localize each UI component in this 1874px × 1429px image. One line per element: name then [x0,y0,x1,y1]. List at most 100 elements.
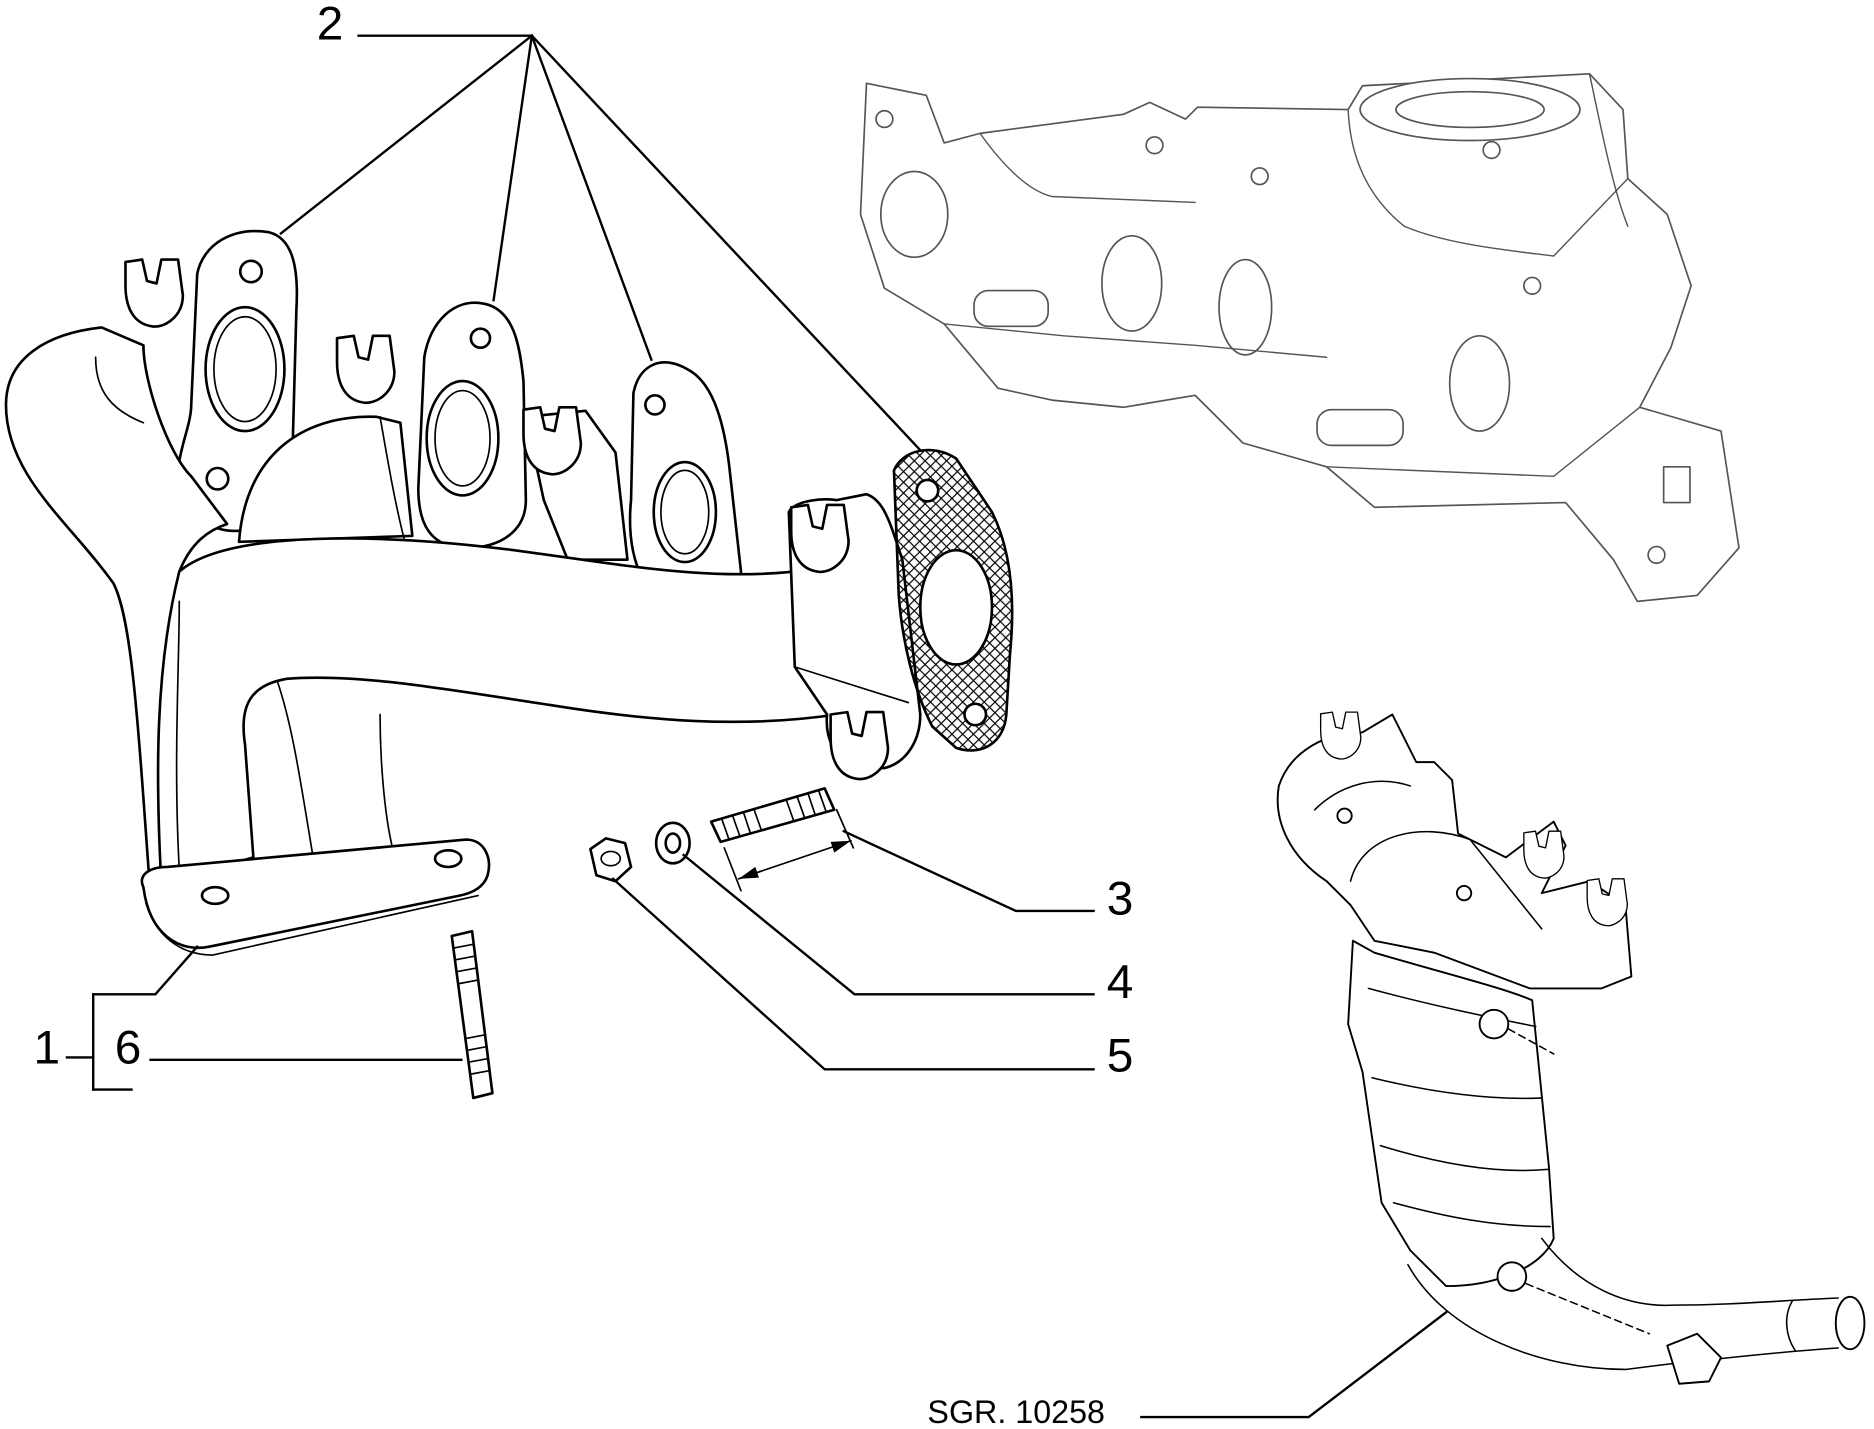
exhaust-port [204,305,286,433]
bolt-hole [469,327,492,350]
washer[interactable] [654,821,691,865]
downpipe-edge [379,713,396,856]
sensor-axis [1525,1282,1651,1335]
washer-bore [664,832,682,854]
reference-bolt-hole [1482,140,1501,160]
reference-bolt-hole [1522,276,1542,295]
bolt-hole [915,478,940,503]
port-flange-3 [628,361,743,599]
leader-line [530,34,653,362]
arrow-head [738,866,759,879]
thread-line [453,943,475,949]
thread-line [470,1069,491,1075]
thread-line [807,792,816,816]
leader-line [492,34,534,302]
outlet-gasket[interactable] [892,448,1014,752]
runner-wall [379,415,405,540]
leader-line [530,34,922,452]
reference-bolt-hole [1647,545,1666,565]
thread-line [796,795,806,818]
callout-1-bracket [65,945,199,1091]
shield-band [1367,987,1537,1028]
leader-line [279,34,534,236]
vertical-stud[interactable] [450,929,494,1100]
reference-code-leader [1140,1310,1448,1419]
lambda-sensor [1478,1008,1510,1040]
cat-bolt-hole [1336,807,1353,824]
nut-hex [589,837,633,883]
leader-line [1140,1310,1448,1419]
thread-line [455,967,477,973]
reference-port [879,170,949,259]
stud-body [709,787,836,844]
leader-line [842,829,1095,913]
shield-band [1371,1076,1543,1100]
tube-seam [175,600,181,871]
exhaust-port-inner [213,315,277,423]
shield-band [1392,1201,1551,1228]
thread-line [753,808,763,831]
reference-contour [943,323,1328,358]
flange-rib [793,666,910,704]
catalytic-converter-assembly[interactable] [1276,711,1866,1385]
downpipe-edge [276,680,314,859]
callout-4: 4 [1107,956,1134,1009]
reference-port [1101,234,1163,332]
flange-plate [140,838,491,950]
exhaust-port-inner [660,469,710,555]
exhaust-port [425,379,500,497]
callout-4-leader [681,853,1095,996]
reference-contour [1588,73,1629,227]
bolt-hole [200,885,230,906]
nut-bore [600,850,622,867]
leader-line [92,945,199,996]
reference-contour [1325,406,1641,478]
reference-slot [973,289,1049,328]
dimension-line [737,839,852,880]
reference-outline [859,72,1740,603]
mounting-ear [335,334,396,405]
reference-slot [1662,465,1691,504]
thread-line [467,1057,489,1064]
nut[interactable] [589,837,633,883]
callout-2-leaders [279,34,922,452]
bolt-hole [205,466,230,491]
collector-dome [237,415,414,544]
reference-port [1218,258,1273,356]
exhaust-port [652,460,718,564]
stud-bolt[interactable] [709,787,836,844]
leader-line [681,853,1095,996]
callout-5-leader [611,877,1095,1071]
thread-line [817,789,827,812]
callout-3: 3 [1107,873,1134,926]
leader-line [611,877,1095,1071]
exhaust-manifold[interactable] [4,229,922,956]
drawing-reference-code: SGR. 10258 [927,1394,1105,1429]
extension-line [723,847,742,892]
reference-bolt-hole [875,109,894,129]
gasket-port [918,548,994,666]
cat-manifold-contour [1313,780,1412,811]
callout-6: 6 [115,1021,142,1074]
reference-contour [979,132,1196,204]
length-dimension [723,808,855,892]
thread-line [465,1034,487,1040]
reference-outlet-bore [1395,90,1545,129]
flange-thickness [144,894,479,956]
thread-line [731,814,741,837]
thread-line [785,799,795,822]
arrow-head [830,840,851,853]
pipe-ring [1785,1299,1796,1352]
callout-3-leader [842,829,1095,913]
callout-5: 5 [1107,1030,1134,1083]
manifold-reference-view [859,72,1740,603]
bolt-hole [963,702,988,727]
callout-1: 1 [33,1021,60,1074]
exhaust-port-inner [434,389,491,487]
shield-band [1379,1144,1549,1172]
converter-heat-shield [1347,939,1555,1288]
reference-contour [1347,108,1406,227]
exhaust-pipe-inner [1540,1237,1839,1307]
callout-2: 2 [317,0,344,50]
